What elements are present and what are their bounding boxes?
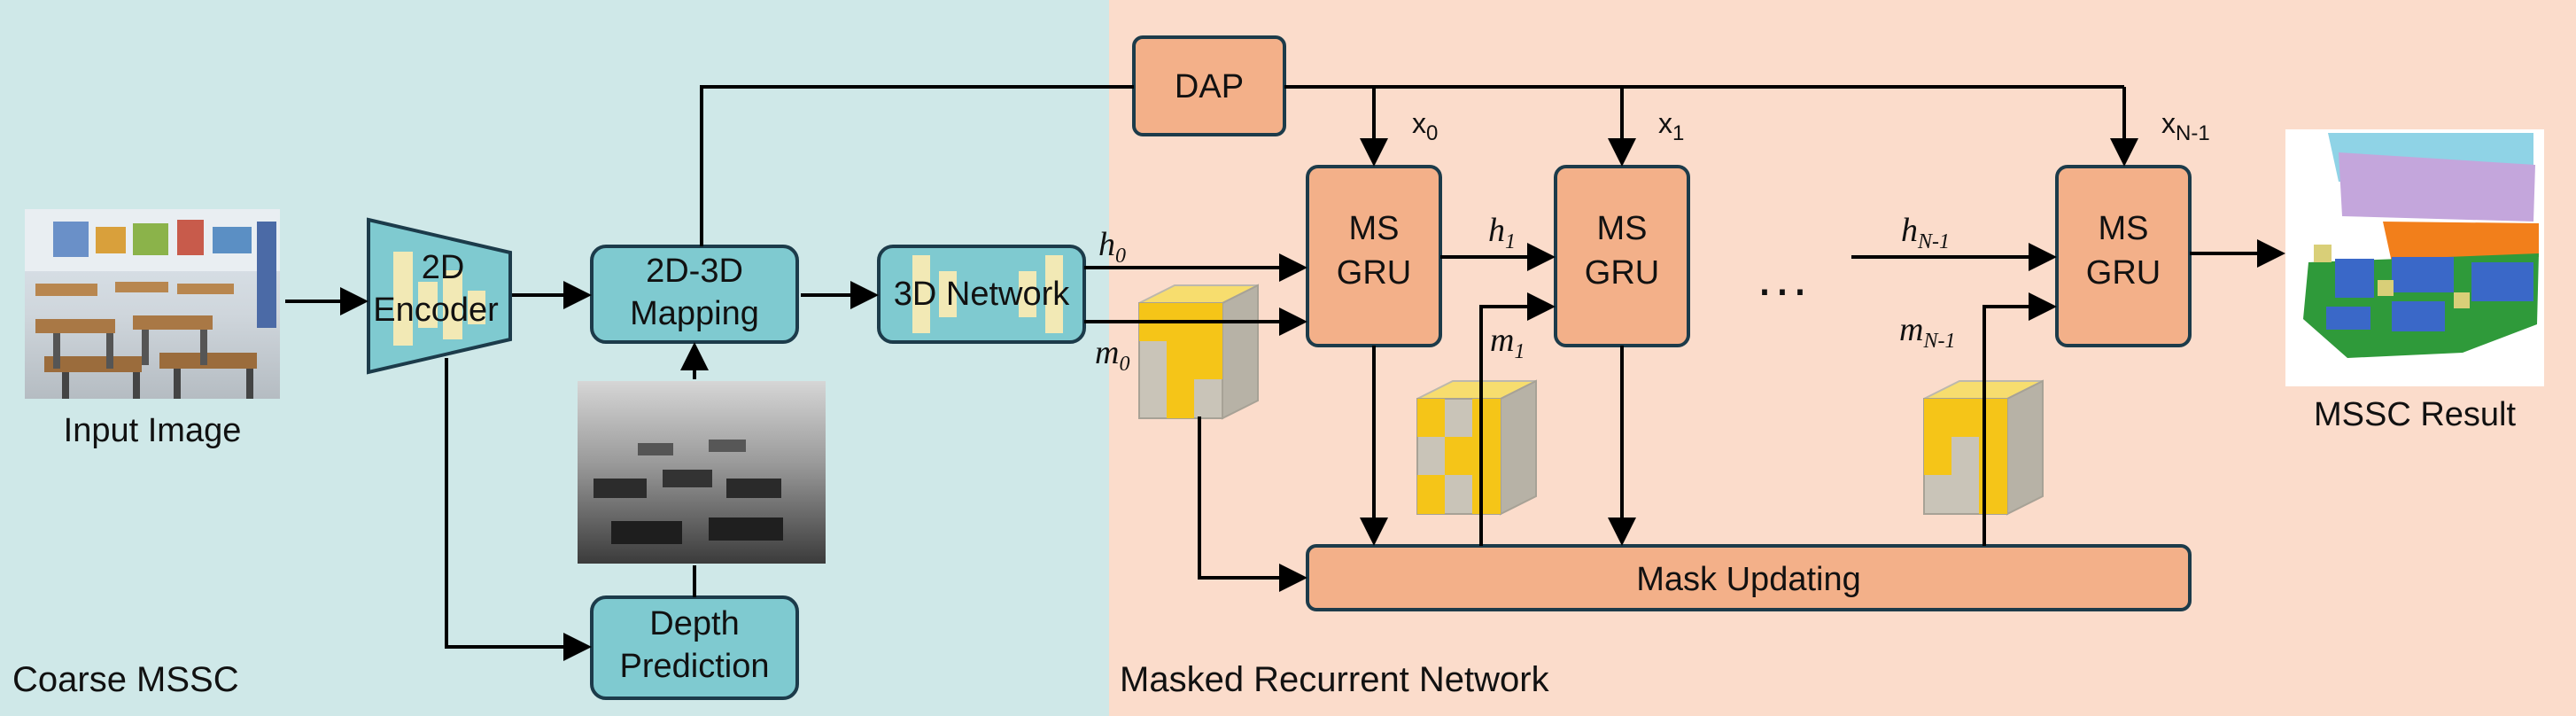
voxel-cube-icon-mn: [1923, 379, 2044, 516]
h0-label: h0: [1098, 226, 1126, 268]
mapping-label-line1: 2D-3D: [646, 253, 743, 290]
mssc-result-label: MSSC Result: [2314, 396, 2516, 433]
mask-updating-label: Mask Updating: [1636, 561, 1860, 598]
2d-encoder-block: 2D Encoder: [367, 217, 512, 375]
encoder-label-line2: Encoder: [373, 292, 499, 329]
depth-label-line1: Depth: [649, 605, 739, 642]
h1-label: h1: [1488, 212, 1516, 253]
mapping-label-line2: Mapping: [630, 295, 759, 332]
2d-3d-mapping-block: 2D-3D Mapping: [590, 245, 799, 344]
svg-text:GRU: GRU: [2086, 254, 2161, 292]
dap-label: DAP: [1175, 68, 1244, 105]
hn-label: hN-1: [1901, 212, 1950, 253]
mn-label: mN-1: [1899, 311, 1955, 353]
x1-label: x1: [1658, 107, 1684, 145]
mssc-result-voxels: [2285, 129, 2544, 386]
ms-gru-block-n: MS GRU: [2055, 165, 2192, 347]
ellipsis: ···: [1756, 259, 1809, 318]
svg-text:GRU: GRU: [1585, 254, 1659, 292]
ms-gru-block-1: MS GRU: [1554, 165, 1690, 347]
network3d-label: 3D Network: [894, 276, 1070, 313]
svg-text:MS: MS: [1349, 210, 1400, 247]
depth-label-line2: Prediction: [620, 648, 770, 685]
m1-label: m1: [1490, 322, 1525, 363]
m0-label: m0: [1095, 334, 1129, 376]
depth-prediction-block: Depth Prediction: [590, 595, 799, 700]
input-image-label: Input Image: [64, 412, 242, 449]
ms-gru-block-0: MS GRU: [1306, 165, 1442, 347]
classroom-photo: [25, 209, 280, 399]
svg-text:GRU: GRU: [1337, 254, 1411, 292]
depth-map-image: [578, 381, 826, 564]
encoder-label-line1: 2D: [422, 249, 465, 286]
mask-updating-block: Mask Updating: [1306, 544, 2192, 611]
masked-recurrent-title: Masked Recurrent Network: [1120, 660, 1550, 699]
3d-network-block: 3D Network: [877, 245, 1086, 344]
voxel-cube-icon-m0: [1138, 284, 1259, 420]
xn-label: xN-1: [2161, 107, 2210, 145]
x0-label: x0: [1412, 107, 1438, 145]
svg-text:MS: MS: [1597, 210, 1648, 247]
svg-text:MS: MS: [2099, 210, 2149, 247]
voxel-cube-icon-m1: [1416, 379, 1537, 516]
dap-block: DAP: [1132, 35, 1286, 136]
connections: [285, 85, 2285, 661]
coarse-mssc-title: Coarse MSSC: [12, 660, 239, 699]
